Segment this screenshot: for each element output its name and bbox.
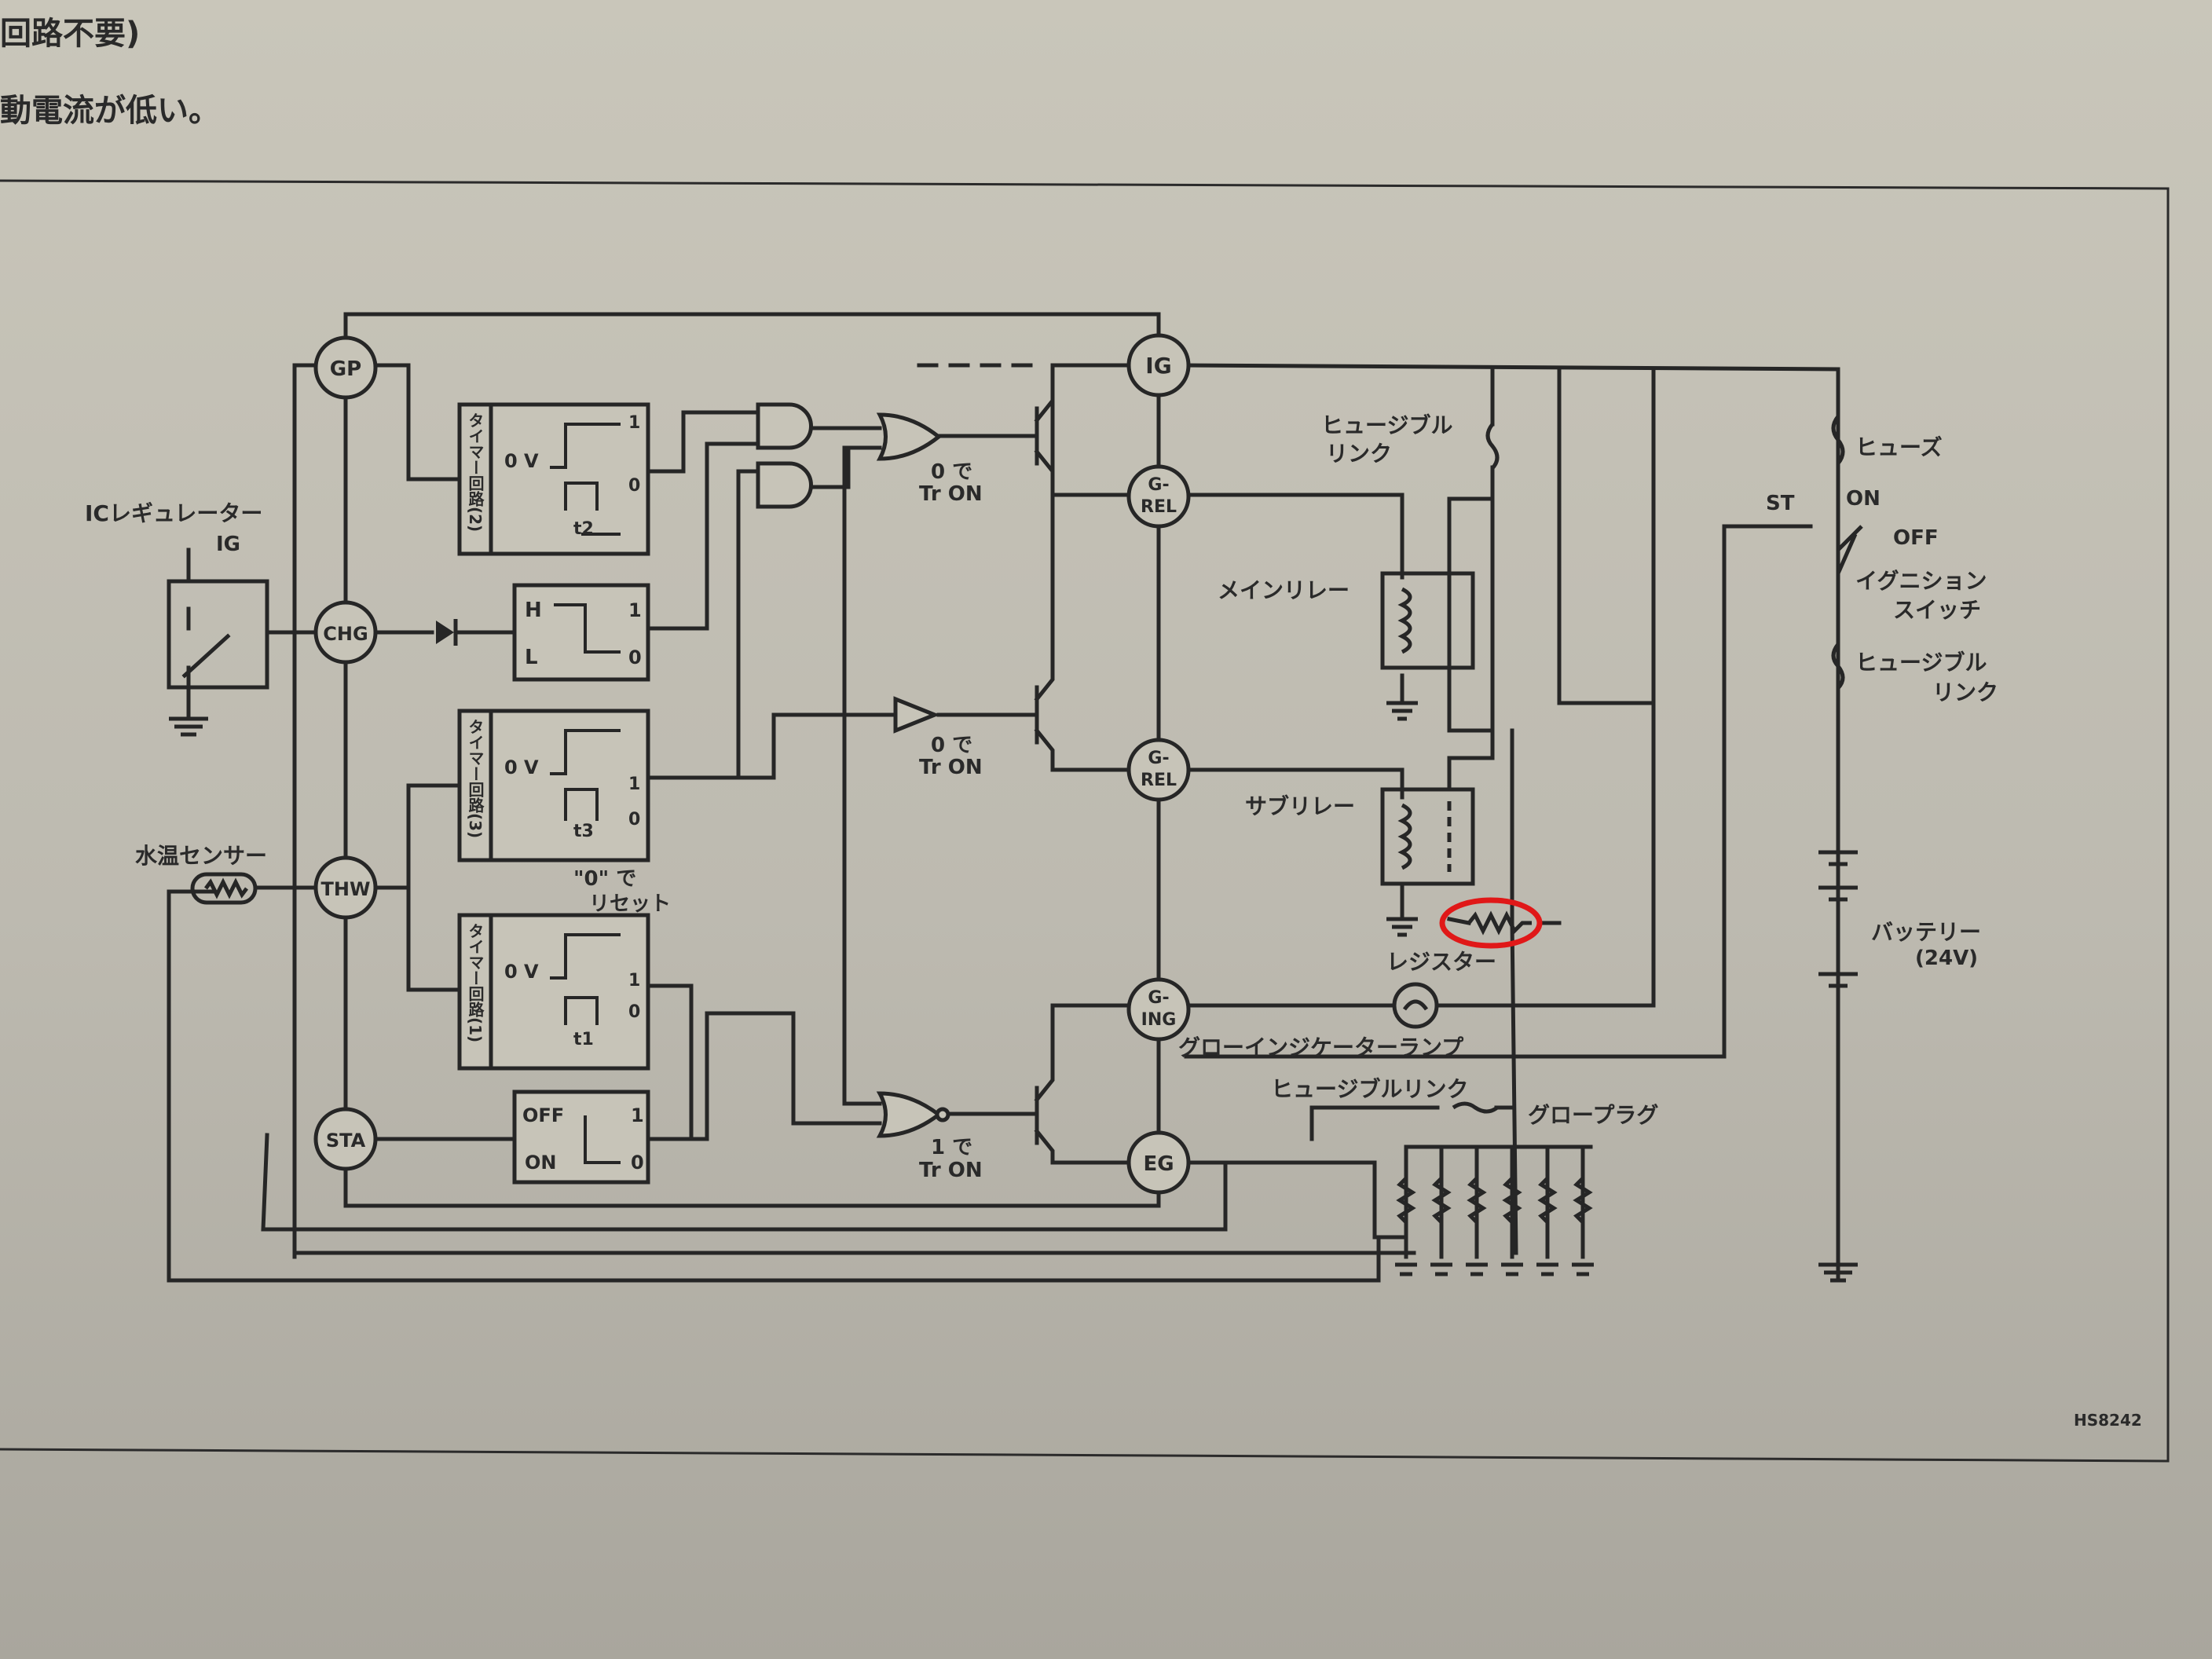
timer1-zero-v: 0 V [504, 961, 539, 983]
offon-on: ON [525, 1152, 557, 1174]
terminal-ig [1126, 333, 1191, 397]
terminal-label-gp: GP [330, 357, 361, 381]
timer3-one: 1 [628, 775, 640, 794]
label-off: OFF [1893, 526, 1939, 550]
label-ic-regulator: ICレギュレーター [85, 500, 263, 526]
label-reset-1: "0" で [573, 867, 637, 891]
buffer-gate [893, 696, 940, 734]
terminal-g-rel-1 [1126, 464, 1191, 529]
label-tr-on-3a: 1 で [931, 1136, 973, 1159]
glow-indicator-lamp [1392, 982, 1439, 1029]
resistor [1467, 910, 1532, 936]
timer-circuit-3 [457, 709, 650, 862]
label-st: ST [1766, 492, 1795, 515]
terminal-gp [313, 335, 378, 400]
label-ic-ig: IG [216, 533, 241, 556]
terminal-g-rel-2 [1126, 738, 1191, 802]
timer1-zero: 0 [628, 1002, 640, 1022]
label-fusible-link-right-1: ヒュージブル [1855, 650, 1987, 676]
terminal-label-g-ing-top: G- [1148, 988, 1169, 1008]
label-ignition-switch-1: イグニション [1855, 568, 1987, 594]
timer2-one: 1 [628, 413, 640, 433]
label-fuse: ヒューズ [1855, 434, 1943, 460]
header-line-2: 動電流が低い。 [0, 93, 220, 129]
label-fusible-link-right-2: リンク [1932, 679, 1999, 705]
label-resistor: レジスター [1386, 949, 1497, 975]
timer2-t: t2 [573, 519, 594, 539]
terminal-label-ig: IG [1145, 353, 1171, 379]
main-relay [1380, 571, 1475, 670]
timer3-name: タイマー回路(3) [466, 719, 485, 839]
timer3-t: t3 [573, 822, 594, 841]
terminal-g-ing [1126, 977, 1191, 1042]
diode [436, 621, 454, 644]
timer2-name: タイマー回路(2) [466, 412, 485, 533]
terminal-label-g-rel-1-top: G- [1148, 475, 1169, 495]
header-line-1: 回路不要) [0, 16, 141, 52]
timer-circuit-2 [457, 402, 650, 556]
nor-gate [876, 1091, 943, 1138]
label-tr-on-1a: 0 で [931, 460, 973, 484]
hl-h: H [525, 599, 542, 622]
terminal-label-chg: CHG [323, 623, 368, 645]
terminal-label-eg: EG [1143, 1152, 1174, 1176]
terminal-chg [313, 600, 378, 665]
label-sub-relay: サブリレー [1245, 793, 1356, 819]
label-water-temp-sensor: 水温センサー [135, 843, 268, 869]
label-reset-2: リセット [589, 892, 672, 916]
timer-circuit-1 [457, 913, 650, 1071]
timer3-zero-v: 0 V [504, 756, 539, 778]
label-fusible-link-top-1: ヒュージブル [1321, 412, 1453, 438]
label-tr-on-2a: 0 で [931, 734, 973, 757]
figure-code: HS8242 [2074, 1411, 2142, 1430]
terminal-thw [313, 855, 378, 920]
hl-block [512, 583, 650, 682]
terminal-label-thw: THW [321, 878, 371, 900]
label-main-relay: メインリレー [1218, 577, 1350, 603]
timer1-one: 1 [628, 971, 640, 991]
label-tr-on-2b: Tr ON [919, 756, 983, 779]
offon-zero: 0 [631, 1152, 644, 1174]
label-ignition-switch-2: スイッチ [1893, 597, 1982, 623]
terminal-label-g-rel-2-top: G- [1148, 749, 1169, 768]
timer1-name: タイマー回路(1) [466, 923, 485, 1043]
hl-l: L [525, 646, 538, 669]
terminal-label-g-ing-bottom: ING [1141, 1010, 1177, 1030]
label-on: ON [1846, 487, 1881, 511]
hl-one: 1 [628, 599, 642, 621]
offon-off: OFF [522, 1104, 564, 1126]
resistor-highlight [1439, 897, 1543, 949]
frame-line [0, 179, 2170, 1463]
label-glow-plug: グロープラグ [1528, 1102, 1659, 1128]
timer1-t: t1 [573, 1030, 594, 1049]
offon-block [512, 1090, 650, 1185]
sub-relay [1380, 787, 1475, 886]
label-glow-indicator-lamp: グローインジケーターランプ [1178, 1035, 1464, 1060]
terminal-eg [1126, 1130, 1191, 1195]
terminal-label-sta: STA [326, 1130, 366, 1152]
hl-zero: 0 [628, 646, 642, 668]
timer2-zero: 0 [628, 476, 640, 496]
or-gate [876, 412, 943, 461]
label-battery-1: バッテリー [1871, 919, 1982, 945]
and-gate-1 [756, 402, 813, 450]
timer2-zero-v: 0 V [504, 450, 539, 472]
terminal-sta [313, 1107, 378, 1171]
terminal-label-g-rel-2-bottom: REL [1141, 771, 1177, 790]
label-battery-2: (24V) [1915, 947, 1979, 970]
label-fusible-link-mid: ヒュージブルリンク [1271, 1076, 1469, 1102]
terminal-label-g-rel-1-bottom: REL [1141, 497, 1177, 517]
label-tr-on-1b: Tr ON [919, 482, 983, 506]
label-fusible-link-top-2: リンク [1326, 441, 1393, 467]
timer3-zero: 0 [628, 810, 640, 830]
label-tr-on-3b: Tr ON [919, 1159, 983, 1182]
offon-one: 1 [631, 1104, 644, 1126]
and-gate-2 [756, 461, 813, 509]
